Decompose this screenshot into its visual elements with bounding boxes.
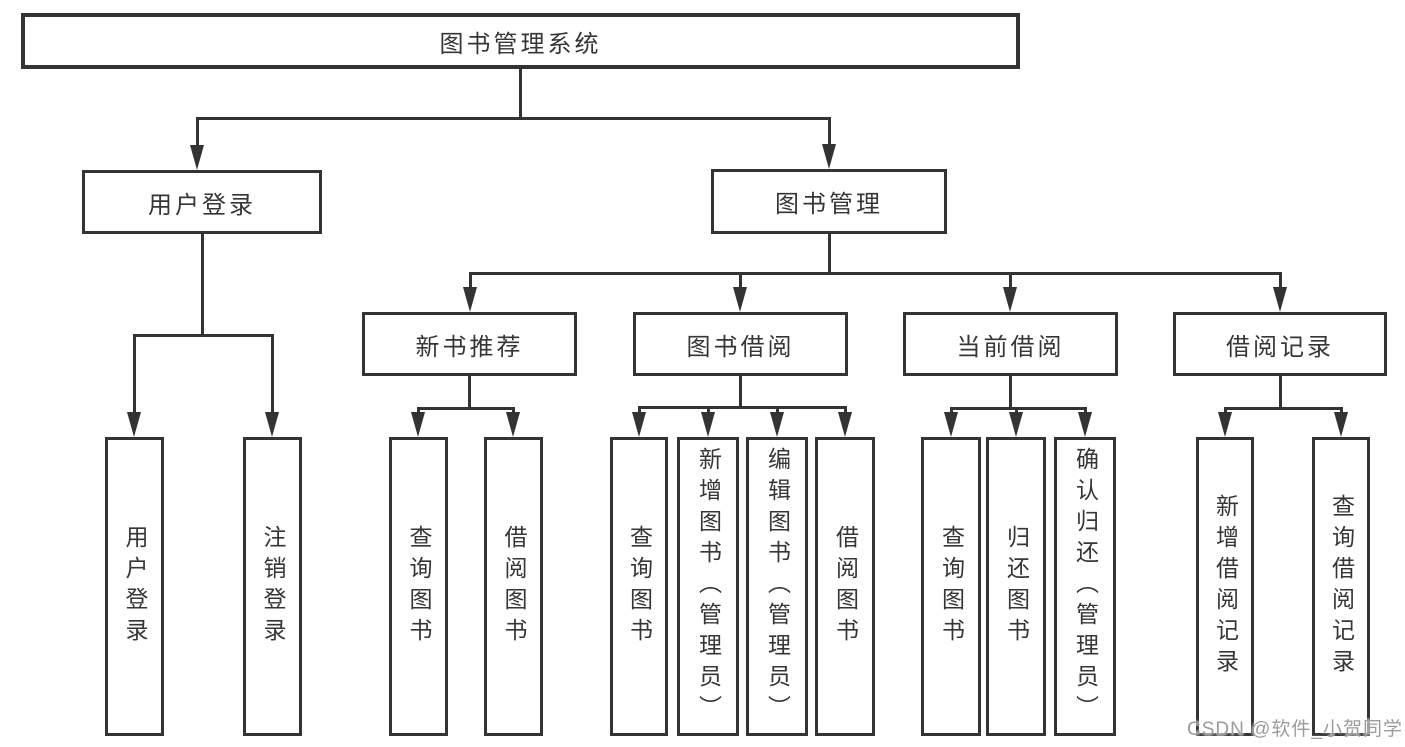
leaf-logout: 注销登录 bbox=[243, 437, 302, 736]
node-label: 借阅图书 bbox=[832, 524, 859, 649]
connector-borrowing-rail bbox=[638, 406, 847, 409]
node-label: 新增图书（管理员） bbox=[695, 447, 722, 726]
node-label: 查询图书 bbox=[938, 524, 965, 649]
node-label: 查询图书 bbox=[626, 524, 653, 649]
csdn-watermark: CSDN @软件_小贺同学 bbox=[1187, 719, 1403, 740]
arrow-down-icon bbox=[411, 412, 425, 437]
leaf-return-books: 归还图书 bbox=[986, 437, 1046, 736]
connector-stub bbox=[1009, 273, 1012, 292]
leaf-query-books-recommend: 查询图书 bbox=[389, 437, 448, 736]
leaf-confirm-return-admin: 确认归还（管理员） bbox=[1054, 437, 1116, 736]
arrow-down-icon bbox=[944, 412, 958, 437]
node-label: 借阅记录 bbox=[1226, 333, 1334, 361]
connector-userlogin-rail bbox=[133, 334, 274, 337]
leaf-query-books-borrowing: 查询图书 bbox=[610, 437, 668, 736]
connector-root-rail bbox=[196, 117, 831, 120]
node-label: 图书管理系统 bbox=[439, 30, 602, 58]
node-label: 注销登录 bbox=[260, 524, 286, 649]
connector-borrowing-trunk bbox=[739, 376, 742, 409]
node-current-borrowing: 当前借阅 bbox=[903, 312, 1118, 376]
arrow-down-icon bbox=[838, 412, 852, 437]
node-label: 图书借阅 bbox=[686, 333, 795, 361]
node-new-book-recommendation: 新书推荐 bbox=[362, 312, 577, 376]
leaf-add-borrow-record: 新增借阅记录 bbox=[1196, 437, 1254, 736]
arrow-down-icon bbox=[1273, 287, 1287, 312]
arrow-down-icon bbox=[1218, 412, 1232, 437]
arrow-down-icon bbox=[1009, 412, 1023, 437]
node-label: 归还图书 bbox=[1003, 524, 1030, 649]
connector-stub bbox=[271, 335, 274, 417]
node-user-login-branch: 用户登录 bbox=[82, 170, 322, 234]
arrow-down-icon bbox=[265, 412, 279, 437]
node-label: 新书推荐 bbox=[415, 333, 524, 361]
connector-current-trunk bbox=[1009, 376, 1012, 410]
node-library-management-system: 图书管理系统 bbox=[21, 13, 1020, 69]
leaf-query-borrow-record: 查询借阅记录 bbox=[1312, 437, 1370, 736]
connector-root-trunk bbox=[519, 69, 522, 120]
connector-records-trunk bbox=[1279, 376, 1282, 410]
arrow-down-icon bbox=[1078, 412, 1092, 437]
node-label: 查询借阅记录 bbox=[1328, 493, 1355, 680]
arrow-down-icon bbox=[733, 287, 747, 312]
node-book-management-branch: 图书管理 bbox=[711, 169, 947, 234]
arrow-down-icon bbox=[770, 412, 784, 437]
arrow-down-icon bbox=[506, 412, 520, 437]
node-borrowing-records: 借阅记录 bbox=[1173, 312, 1387, 376]
connector-userlogin-trunk bbox=[201, 234, 204, 337]
connector-stub bbox=[739, 273, 742, 292]
node-label: 图书管理 bbox=[775, 191, 883, 218]
node-label: 借阅图书 bbox=[501, 524, 527, 649]
connector-current-rail bbox=[950, 407, 1087, 410]
node-label: 当前借阅 bbox=[956, 333, 1065, 361]
connector-stub bbox=[1279, 273, 1282, 292]
arrow-down-icon bbox=[463, 287, 477, 312]
leaf-edit-books-admin: 编辑图书（管理员） bbox=[746, 437, 808, 736]
node-book-borrowing: 图书借阅 bbox=[633, 312, 848, 376]
leaf-user-login: 用户登录 bbox=[105, 437, 164, 736]
connector-newbook-rail bbox=[417, 407, 515, 410]
arrow-down-icon bbox=[127, 412, 141, 437]
connector-stub bbox=[133, 335, 136, 417]
arrow-down-icon bbox=[190, 145, 204, 170]
node-label: 新增借阅记录 bbox=[1212, 493, 1239, 680]
leaf-query-books-current: 查询图书 bbox=[921, 437, 981, 736]
arrow-down-icon bbox=[1334, 412, 1348, 437]
arrow-down-icon bbox=[701, 412, 715, 437]
connector-stub bbox=[196, 118, 199, 150]
arrow-down-icon bbox=[822, 144, 836, 169]
connector-bookmgmt-trunk bbox=[828, 234, 831, 275]
leaf-borrow-books-recommend: 借阅图书 bbox=[484, 437, 543, 736]
connector-records-rail bbox=[1224, 407, 1343, 410]
leaf-borrow-books: 借阅图书 bbox=[815, 437, 875, 736]
node-label: 用户登录 bbox=[122, 524, 148, 649]
connector-bookmgmt-rail bbox=[469, 272, 1282, 275]
node-label: 确认归还（管理员） bbox=[1072, 447, 1099, 726]
connector-stub bbox=[828, 118, 831, 149]
node-label: 编辑图书（管理员） bbox=[764, 447, 791, 726]
connector-newbook-trunk bbox=[468, 376, 471, 410]
connector-stub bbox=[469, 273, 472, 292]
node-label: 用户登录 bbox=[148, 191, 256, 219]
arrow-down-icon bbox=[1003, 287, 1017, 312]
node-label: 查询图书 bbox=[406, 524, 432, 649]
leaf-add-books-admin: 新增图书（管理员） bbox=[677, 437, 739, 736]
arrow-down-icon bbox=[632, 412, 646, 437]
